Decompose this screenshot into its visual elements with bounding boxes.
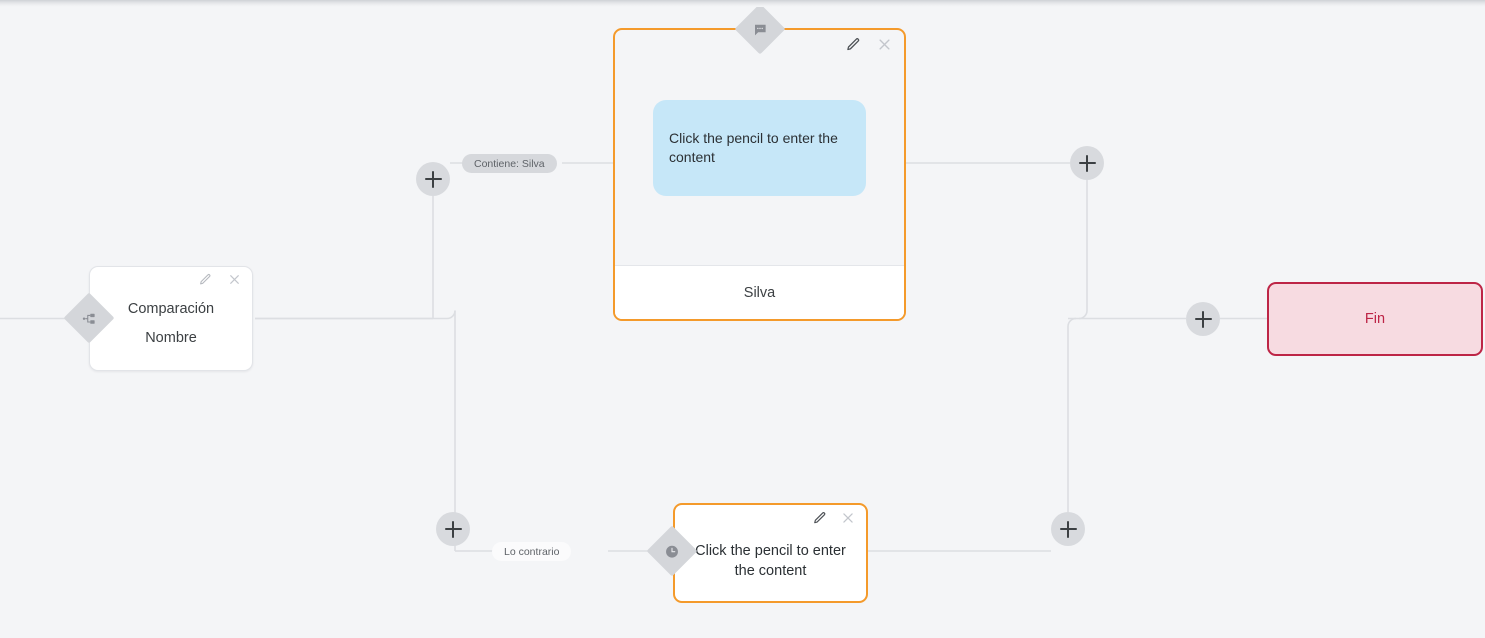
- edge-comparison-out-corner: [255, 310, 456, 320]
- wait-card[interactable]: Click the pencil to enter the content: [673, 503, 868, 603]
- comparison-subtitle: Nombre: [145, 330, 197, 346]
- node-wait[interactable]: Click the pencil to enter the content: [646, 503, 868, 603]
- message-card-footer: Silva: [615, 265, 904, 319]
- edge-right-false-up: [1067, 317, 1077, 512]
- edge-label-otherwise-text: Lo contrario: [504, 545, 560, 558]
- message-card-actions[interactable]: [846, 37, 892, 52]
- wait-card-actions[interactable]: [813, 511, 855, 525]
- wait-card-text: Click the pencil to enter the content: [695, 543, 846, 579]
- close-icon[interactable]: [228, 273, 241, 286]
- message-footer-label: Silva: [743, 284, 776, 301]
- edge-right-true-down: [1078, 180, 1088, 320]
- chat-bubble-icon: [753, 22, 768, 37]
- add-node-true-branch-right[interactable]: [1070, 146, 1104, 180]
- node-comparison[interactable]: Comparación Nombre: [63, 266, 253, 371]
- message-type-badge[interactable]: [734, 3, 786, 55]
- wait-type-badge[interactable]: [646, 525, 698, 577]
- add-node-true-branch-left[interactable]: [416, 162, 450, 196]
- close-icon[interactable]: [841, 511, 855, 525]
- comparison-title: Comparación: [127, 301, 215, 317]
- node-end[interactable]: Fin: [1267, 282, 1483, 356]
- pencil-icon[interactable]: [199, 273, 212, 286]
- message-bubble[interactable]: Click the pencil to enter the content: [653, 99, 866, 196]
- comparison-card-actions[interactable]: [199, 273, 241, 286]
- node-message[interactable]: Click the pencil to enter the content Si…: [613, 3, 906, 321]
- branch-split-icon: [82, 311, 97, 326]
- pencil-icon[interactable]: [813, 511, 827, 525]
- comparison-type-badge[interactable]: [63, 292, 115, 344]
- end-card-label: Fin: [1364, 311, 1386, 327]
- pencil-icon[interactable]: [846, 37, 861, 52]
- end-card[interactable]: Fin: [1267, 282, 1483, 356]
- comparison-card[interactable]: Comparación Nombre: [89, 266, 253, 371]
- edge-label-otherwise[interactable]: Lo contrario: [492, 542, 572, 561]
- edge-label-contains[interactable]: Contiene: Silva: [462, 154, 557, 173]
- edge-label-contains-text: Contiene: Silva: [474, 157, 545, 170]
- add-node-false-branch-right[interactable]: [1051, 512, 1085, 546]
- add-node-false-branch-left[interactable]: [436, 512, 470, 546]
- add-node-before-end[interactable]: [1186, 302, 1220, 336]
- message-bubble-text: Click the pencil to enter the content: [669, 129, 838, 165]
- clock-icon: [665, 544, 680, 559]
- message-card[interactable]: Click the pencil to enter the content Si…: [613, 28, 906, 321]
- close-icon[interactable]: [877, 37, 892, 52]
- message-card-body: Click the pencil to enter the content: [615, 30, 904, 265]
